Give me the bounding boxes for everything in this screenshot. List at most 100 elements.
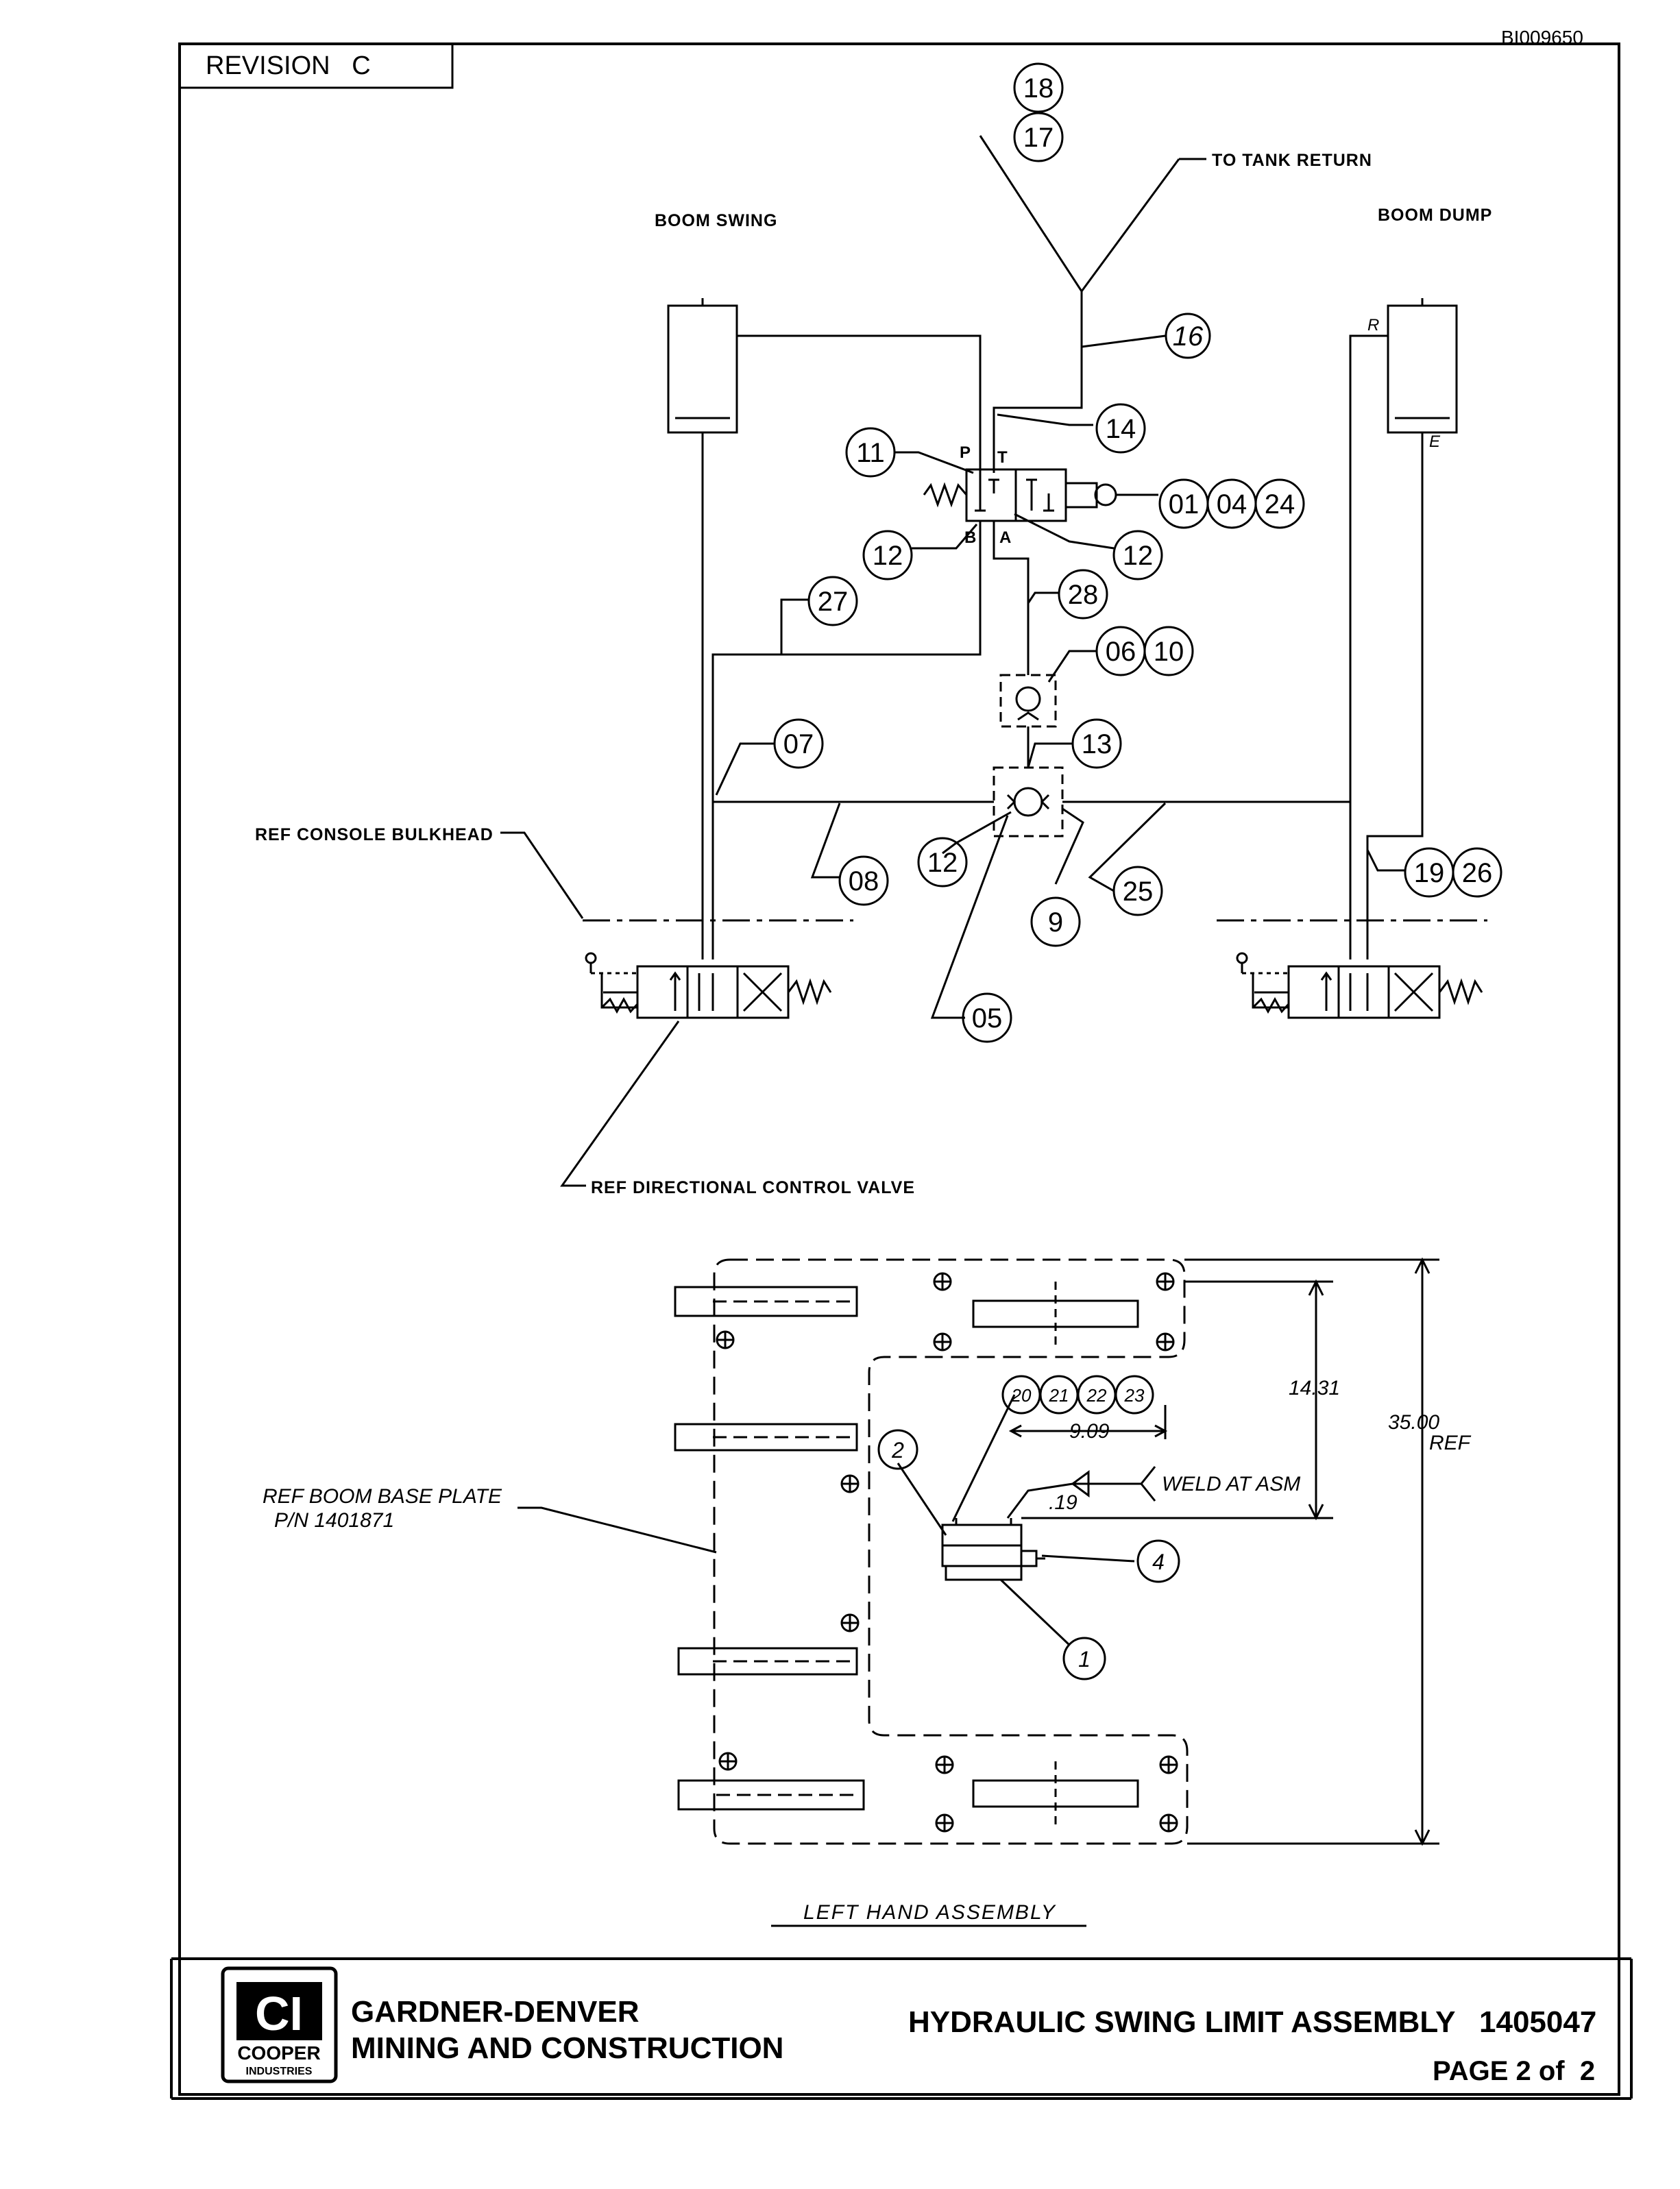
limit-valve-block <box>941 1518 1045 1581</box>
part-number: 1405047 <box>1479 2005 1596 2039</box>
boom-swing-cylinder <box>667 298 738 959</box>
bubble-17: 17 <box>1023 123 1054 153</box>
leader-20 <box>951 1394 1016 1522</box>
hydraulic-schematic <box>500 135 1487 1187</box>
right-directional-valve <box>1236 952 1483 1019</box>
bubble-23: 23 <box>1124 1385 1145 1406</box>
leader-12-left <box>912 524 978 550</box>
label-left-hand-assembly: LEFT HAND ASSEMBLY <box>803 1901 1056 1924</box>
bubble-24: 24 <box>1265 489 1295 519</box>
revision-box: REVISION C <box>180 44 454 89</box>
dim-ref: REF <box>1429 1432 1472 1454</box>
dim-35-00: 35.00 <box>1388 1411 1439 1434</box>
tank-line-t <box>993 347 1083 473</box>
label-ref-boom-base-plate: REF BOOM BASE PLATE <box>263 1485 502 1508</box>
left-hand-assembly <box>518 1257 1439 1927</box>
cooper-logo: CI COOPER INDUSTRIES <box>221 1966 338 2083</box>
bubble-11: 11 <box>856 438 885 468</box>
label-weld-at-asm: WELD AT ASM <box>1162 1473 1300 1495</box>
item-bubbles <box>773 62 1502 1043</box>
port-p: P <box>960 443 971 462</box>
leader-14 <box>997 413 1093 426</box>
leader-4 <box>1041 1554 1135 1563</box>
bubble-14: 14 <box>1106 414 1136 444</box>
bubble-13: 13 <box>1082 729 1112 759</box>
bubble-22: 22 <box>1086 1385 1107 1406</box>
leader-2 <box>897 1463 947 1536</box>
bolt-holes <box>716 1272 1178 1833</box>
bubble-08: 08 <box>849 866 879 896</box>
leader-base-plate <box>518 1506 717 1554</box>
bubble-26: 26 <box>1462 858 1493 888</box>
drawing-title: HYDRAULIC SWING LIMIT ASSEMBLY <box>908 2005 1456 2039</box>
bubble-10: 10 <box>1154 637 1184 667</box>
leader-27 <box>780 598 809 655</box>
leader-08 <box>810 803 841 879</box>
sheet-border <box>178 42 1620 2096</box>
page-number: PAGE 2 of 2 <box>1433 2056 1595 2086</box>
boom-dump-cylinder <box>1387 298 1458 434</box>
port-t: T <box>997 448 1008 467</box>
leader-07 <box>715 742 775 796</box>
bubble-27: 27 <box>818 587 849 617</box>
port-a: A <box>999 528 1011 547</box>
check-valve <box>999 674 1057 728</box>
dump-line-e <box>1366 432 1424 959</box>
label-boom-swing: BOOM SWING <box>655 211 777 230</box>
left-directional-valve <box>585 952 832 1019</box>
leader-dcv <box>560 1020 680 1187</box>
swing-line-p <box>737 334 982 480</box>
leader-06 <box>1047 650 1097 683</box>
line-a-down <box>997 557 1030 675</box>
bubble-1: 1 <box>1078 1647 1091 1672</box>
leader-05 <box>930 815 1009 1019</box>
revision-label: REVISION C <box>206 51 371 80</box>
bubble-12a: 12 <box>873 541 903 571</box>
bubble-12b: 12 <box>1123 541 1154 571</box>
port-labels: P T B A R E <box>960 316 1441 547</box>
label-weld-size: .19 <box>1049 1491 1078 1514</box>
bubble-18: 18 <box>1023 73 1054 103</box>
bubble-9: 9 <box>1048 907 1063 938</box>
company-name-line2: MINING AND CONSTRUCTION <box>351 2031 783 2065</box>
tank-return-funnel <box>979 135 1180 347</box>
port-r: R <box>1367 316 1379 334</box>
line-b <box>711 521 982 959</box>
bubble-2: 2 <box>891 1438 904 1463</box>
item-bubble-text: 18 17 16 14 11 01 04 24 12 12 27 28 06 1… <box>783 73 1493 1034</box>
label-ref-console-bulkhead: REF CONSOLE BULKHEAD <box>255 825 494 844</box>
base-plate-outline <box>713 1258 1189 1845</box>
logo-mark: CI <box>255 1987 303 2040</box>
dim-14-31: 14.31 <box>1289 1377 1340 1399</box>
leader-11 <box>894 451 974 474</box>
logo-sub: INDUSTRIES <box>246 2066 313 2077</box>
bubble-07: 07 <box>783 729 814 759</box>
assembly-bubbles <box>877 1375 1180 1680</box>
bubble-01: 01 <box>1169 489 1200 519</box>
bubble-4: 4 <box>1152 1550 1165 1574</box>
label-ref-directional-control-valve: REF DIRECTIONAL CONTROL VALVE <box>591 1178 915 1197</box>
leader-1 <box>999 1578 1071 1646</box>
bubble-28: 28 <box>1068 580 1099 610</box>
bubble-06: 06 <box>1106 637 1136 667</box>
label-boom-dump: BOOM DUMP <box>1378 206 1492 225</box>
bubble-05: 05 <box>972 1003 1003 1034</box>
bubble-12c: 12 <box>927 848 958 878</box>
dump-line-r <box>1349 334 1388 959</box>
port-b: B <box>964 528 976 547</box>
label-to-tank-return: TO TANK RETURN <box>1212 151 1372 170</box>
bubble-20: 20 <box>1011 1385 1032 1406</box>
weld-symbol <box>1006 1482 1141 1519</box>
dim-9-09: 9.09 <box>1069 1420 1110 1443</box>
title-block: CI COOPER INDUSTRIES GARDNER-DENVER MINI… <box>170 1957 1633 2100</box>
company-name-line1: GARDNER-DENVER <box>351 1995 639 2029</box>
leader-19 <box>1366 849 1405 872</box>
bubble-19: 19 <box>1414 858 1445 888</box>
leader-9 <box>1054 807 1084 885</box>
label-boom-base-plate-pn: P/N 1401871 <box>274 1509 394 1532</box>
leader-28 <box>1027 591 1059 604</box>
bubble-21: 21 <box>1049 1385 1069 1406</box>
bubble-16: 16 <box>1173 321 1204 352</box>
leader-25 <box>1088 802 1167 892</box>
